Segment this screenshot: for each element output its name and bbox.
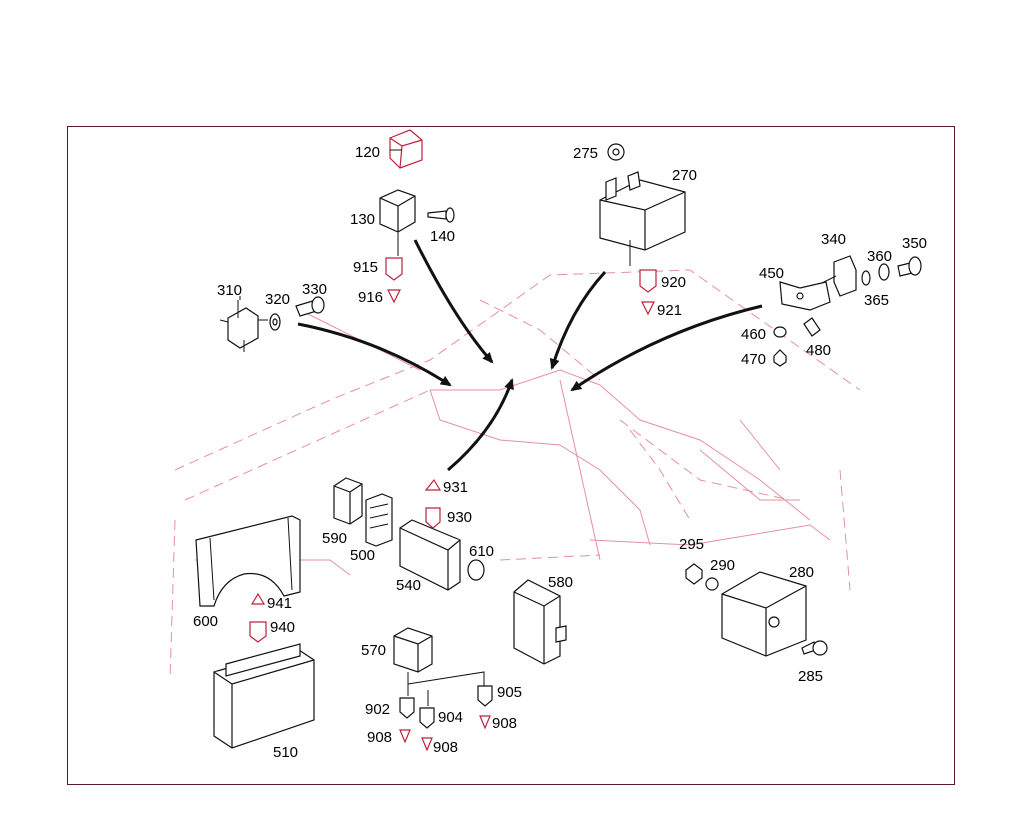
label-330: 330 xyxy=(302,281,327,298)
label-930: 930 xyxy=(447,509,472,526)
grommet-610 xyxy=(467,559,485,581)
bolt-330 xyxy=(295,296,325,317)
terminal-920 xyxy=(639,269,657,293)
terminal-902 xyxy=(399,697,415,719)
label-610: 610 xyxy=(469,543,494,560)
label-280: 280 xyxy=(789,564,814,581)
switch-310 xyxy=(219,300,259,352)
label-510: 510 xyxy=(273,744,298,761)
screw-140 xyxy=(427,207,455,223)
sensor-340 xyxy=(819,255,857,297)
label-285: 285 xyxy=(798,668,823,685)
assembly-arrows xyxy=(297,239,763,472)
label-350: 350 xyxy=(902,235,927,252)
label-340: 340 xyxy=(821,231,846,248)
terminal-931 xyxy=(424,478,442,491)
label-920: 920 xyxy=(661,274,686,291)
relay-590 xyxy=(333,477,363,525)
socket-130 xyxy=(379,189,416,256)
label-590: 590 xyxy=(322,530,347,547)
leader-lines xyxy=(239,149,402,321)
cover-600 xyxy=(195,515,301,607)
label-580: 580 xyxy=(548,574,573,591)
terminal-904 xyxy=(419,707,435,729)
bolt-350 xyxy=(897,256,922,277)
label-140: 140 xyxy=(430,228,455,245)
washer-460 xyxy=(773,326,787,338)
label-270: 270 xyxy=(672,167,697,184)
label-470: 470 xyxy=(741,351,766,368)
ring-365 xyxy=(861,270,871,286)
label-570: 570 xyxy=(361,642,386,659)
pad-480 xyxy=(803,317,821,337)
label-941: 941 xyxy=(267,595,292,612)
terminal-905 xyxy=(477,685,493,707)
relay-570 xyxy=(393,627,485,706)
washer-275 xyxy=(607,143,625,161)
label-295: 295 xyxy=(679,536,704,553)
label-365: 365 xyxy=(864,292,889,309)
label-902: 902 xyxy=(365,701,390,718)
label-500: 500 xyxy=(350,547,375,564)
label-916: 916 xyxy=(358,289,383,306)
label-931: 931 xyxy=(443,479,468,496)
screw-285 xyxy=(801,640,828,656)
nut-295 xyxy=(685,563,703,585)
fuse-block-500 xyxy=(365,493,393,547)
terminal-916 xyxy=(387,289,401,304)
label-940: 940 xyxy=(270,619,295,636)
washer-360 xyxy=(878,263,890,281)
module-270 xyxy=(599,171,686,266)
label-130: 130 xyxy=(350,211,375,228)
terminal-908-left xyxy=(399,729,411,744)
diagram-frame xyxy=(67,126,955,785)
washer-320 xyxy=(269,313,281,331)
module-280 xyxy=(721,571,807,657)
label-540: 540 xyxy=(396,577,421,594)
terminal-930 xyxy=(425,507,441,529)
label-908-left: 908 xyxy=(367,729,392,746)
label-310: 310 xyxy=(217,282,242,299)
control-unit-510 xyxy=(213,643,315,749)
nut-470 xyxy=(773,349,787,367)
terminal-908-right xyxy=(479,715,491,730)
module-540 xyxy=(399,519,461,591)
label-290: 290 xyxy=(710,557,735,574)
label-905: 905 xyxy=(497,684,522,701)
terminal-908-mid xyxy=(421,737,433,752)
label-275: 275 xyxy=(573,145,598,162)
bracket-450 xyxy=(779,281,831,311)
terminal-940 xyxy=(249,621,267,643)
part-labels: 120 130 140 915 916 275 270 920 921 310 … xyxy=(193,144,927,761)
washer-290 xyxy=(705,577,719,591)
label-450: 450 xyxy=(759,265,784,282)
terminal-915 xyxy=(385,257,403,281)
label-320: 320 xyxy=(265,291,290,308)
relay-120 xyxy=(389,129,423,169)
label-360: 360 xyxy=(867,248,892,265)
label-460: 460 xyxy=(741,326,766,343)
label-120: 120 xyxy=(355,144,380,161)
terminal-941 xyxy=(250,592,266,605)
terminal-921 xyxy=(641,301,655,316)
label-908-right: 908 xyxy=(492,715,517,732)
label-904: 904 xyxy=(438,709,463,726)
label-600: 600 xyxy=(193,613,218,630)
label-915: 915 xyxy=(353,259,378,276)
label-921: 921 xyxy=(657,302,682,319)
label-908-mid: 908 xyxy=(433,739,458,756)
module-580 xyxy=(513,579,567,665)
label-480: 480 xyxy=(806,342,831,359)
